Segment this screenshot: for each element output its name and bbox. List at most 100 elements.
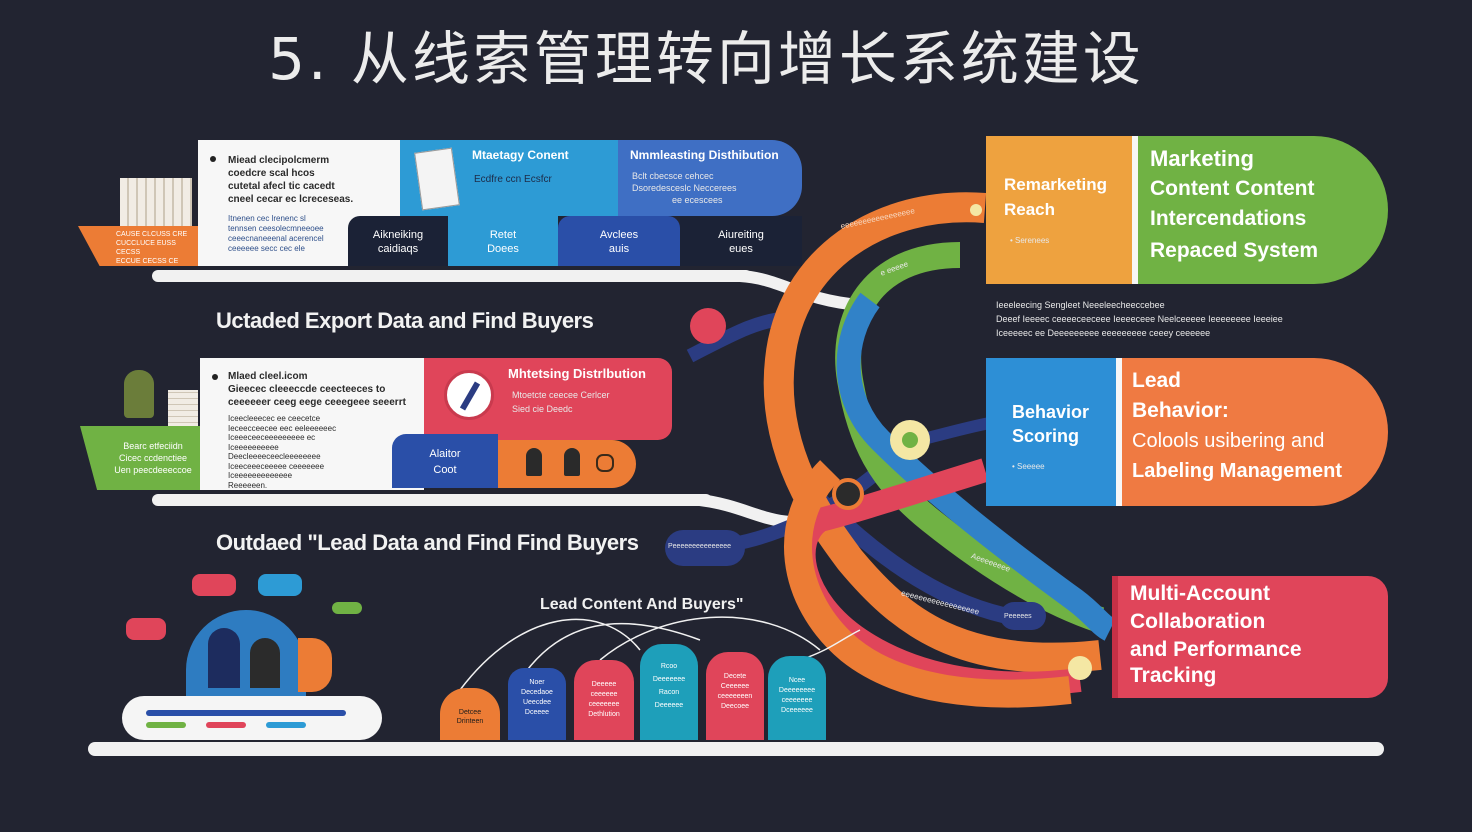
chat-bubble-red xyxy=(192,574,236,596)
arc-label: Lead Content And Buyers" xyxy=(540,596,744,613)
mini-card-2-line-4: Dceeee xyxy=(524,709,550,716)
row1-tab-2-l2: Doees xyxy=(487,243,519,255)
row1-tab-4-l2: eues xyxy=(729,243,753,255)
badge-icon xyxy=(596,454,614,472)
row2-card-sub-3: Iceeeceeceeeeeeeee ec xyxy=(228,433,316,442)
right-box-2-line-1: Lead xyxy=(1132,369,1182,392)
mini-card-5-line-2: Ceeeeee xyxy=(720,683,750,690)
row2-orange-tab xyxy=(498,440,636,488)
person-icon xyxy=(124,370,154,418)
orange-flow-arc xyxy=(763,192,1102,673)
row1-card-sub-4: ceeeeee secc cec ele xyxy=(228,244,305,253)
row2-stack-caption-2: Cicec ccdenctiee xyxy=(118,453,188,463)
row2-illustration: Bearc etfeciidn Cicec ccdenctiee Uen pee… xyxy=(80,366,202,490)
collab-illustration xyxy=(96,570,396,742)
row1-label: Uctaded Export Data and Find Buyers xyxy=(216,308,594,333)
mini-card-5-line-1: Decete xyxy=(723,673,747,680)
mini-card-6-line-1: Ncee xyxy=(788,677,806,684)
mini-card-6-line-2: Deeeeeeee xyxy=(778,687,816,694)
row1-dist-line-2: Dsoredesceslc Neccerees xyxy=(632,183,737,193)
row1-dist-line-3: ee ecescees xyxy=(672,195,723,205)
row2-rail-connector xyxy=(694,494,796,528)
row2-label: Outdaed "Lead Data and Find Find Buyers xyxy=(216,530,639,555)
right-box-1-line-3: Intercendations xyxy=(1150,207,1307,230)
dashboard-base xyxy=(122,696,382,740)
right-box-2-left-title: Behavior Scoring xyxy=(1012,402,1090,446)
right-box-2: Behavior Scoring • Seeeee Lead Behavior:… xyxy=(986,358,1388,506)
row1-card-sub-1: Itnenen cec lrenenc sl xyxy=(228,214,306,223)
row1-card-line-2: coedcre scal hcos xyxy=(228,168,315,179)
row1-tab-2[interactable]: Retet Doees xyxy=(448,216,558,266)
mini-card-5-line-3: ceeeeeeen xyxy=(717,693,753,700)
right-box-3-line-1: Multi-Account xyxy=(1130,582,1270,605)
right-box-2-line-4: Labeling Management xyxy=(1132,460,1343,482)
mini-card-1: Detcee Drinteen xyxy=(440,688,500,740)
chat-bubble-red-2 xyxy=(126,618,166,640)
row1-dist-line-1: Bclt cbecsce cehcec xyxy=(632,171,714,181)
right-box-2-line-2: Behavior: xyxy=(1132,399,1229,422)
mini-card-4-line-2: Deeeeeee xyxy=(652,676,686,683)
right-box-1-line-2: Content Content xyxy=(1150,177,1315,200)
right-box-2-line-3: Colools usibering and xyxy=(1132,430,1325,452)
row2-blue-tab-l1: Alaitor xyxy=(429,448,461,460)
row2-card-sub-5: Deecleeeeceecleeeeeeee xyxy=(228,452,321,461)
row1-blue-title: Mtaetagy Conent xyxy=(472,148,569,162)
right-box-1-left-title: Remarketing Reach xyxy=(1004,175,1107,219)
document-icon xyxy=(414,147,460,211)
mini-card-4: Rcoo Deeeeeee Racon Deeeeee xyxy=(640,644,698,740)
chat-bubble-blue xyxy=(258,574,302,596)
mini-card-3: Deeeee ceeeeee ceeeeeee Dethlution xyxy=(574,660,634,740)
orange-lower-arc xyxy=(784,460,1072,708)
mini-card-3-line-4: Dethlution xyxy=(588,711,620,718)
right-box-2-left: Behavior Scoring • Seeeee xyxy=(986,358,1116,506)
row2-card-sub-8: Reeeeeen. xyxy=(228,480,268,490)
orange-side-shape xyxy=(298,638,332,692)
node-yellow-inner xyxy=(902,432,918,448)
row2-card-line-3: ceeeeeer ceeg eege ceeegeee seeerrt xyxy=(228,397,406,408)
person-woman-icon xyxy=(250,638,280,688)
row2-card: Mlaed cleel.icom Gieecec cleeeccde ceect… xyxy=(200,358,424,490)
right-box-2-main: Lead Behavior: Colools usibering and Lab… xyxy=(1122,358,1388,506)
row1-tab-3[interactable]: Avclees auis xyxy=(558,216,680,266)
row2-red-line-1: Mtoetcte ceecee Cerlcer xyxy=(512,390,610,400)
mini-card-4-line-4: Deeeeee xyxy=(654,702,684,709)
right-note-line-3: Iceeeeec ee Deeeeeeeee eeeeeeeee ceeey c… xyxy=(996,328,1211,338)
blue-flow-arc xyxy=(836,292,1117,641)
right-box-3-line-3: and Performance xyxy=(1130,638,1302,661)
node-top xyxy=(970,204,982,216)
right-note: Ieeeleecing Sengleet Neeeleecheeccebee D… xyxy=(996,298,1283,340)
mini-card-1-line-1: Detcee xyxy=(458,709,482,716)
row1-card-sub-2: tennsen ceesolecmneeoee xyxy=(228,224,324,233)
right-box-1-left: Remarketing Reach • Serenees xyxy=(986,136,1132,284)
hump-line-2 xyxy=(519,622,701,681)
flow-label-right-pill: Peeeees xyxy=(1004,613,1032,620)
bottom-rail xyxy=(88,742,1384,756)
page-title: 5. 从线索管理转向增长系统建设 xyxy=(268,25,1144,93)
right-box-1-line-1: Marketing xyxy=(1150,146,1254,171)
row1-tab-1[interactable]: Aikneiking caidiaqs xyxy=(348,216,448,266)
mini-card-3-line-3: ceeeeeee xyxy=(588,701,620,708)
mini-card-6: Ncee Deeeeeeee ceeeeeee Dceeeeee xyxy=(768,656,826,740)
row1-rail xyxy=(152,270,752,282)
row1-card-line-1: Miead clecipolcmerm xyxy=(228,155,330,166)
right-box-1: Remarketing Reach • Serenees Marketing C… xyxy=(986,136,1388,284)
green-ribbon xyxy=(80,426,202,490)
row2-rail xyxy=(152,494,712,506)
row2-red-line-2: Sied cie Deedc xyxy=(512,404,573,414)
team-icon-2 xyxy=(564,448,580,476)
node-dark xyxy=(832,478,864,510)
row1-tab-3-l1: Avclees xyxy=(599,229,639,241)
person-man-icon xyxy=(208,628,240,688)
row2-blue-tab[interactable]: Alaitor Coot xyxy=(392,434,498,488)
green-flow-arc xyxy=(835,242,1105,633)
mini-card-2-line-3: Ueecdee xyxy=(522,699,552,706)
row2-card-sub-7: Iceeeeeeeeeeeee xyxy=(228,471,293,480)
row2-card-line-2: Gieecec cleeeccde ceecteeces to xyxy=(228,384,386,395)
row1-tab-4[interactable]: Aiureiting eues xyxy=(680,216,802,266)
row2-stack-caption-1: Bearc etfeciidn xyxy=(123,441,183,451)
row2-stack-caption-3: Uen peecdeeeccoe xyxy=(114,465,192,475)
row2-card-sub-1: Iceecleeecec ee ceecetce xyxy=(228,414,321,423)
row1-tab-4-l1: Aiureiting xyxy=(718,229,764,241)
mini-card-6-line-3: ceeeeeee xyxy=(781,697,813,704)
right-box-3-line-4: Tracking xyxy=(1130,664,1217,687)
